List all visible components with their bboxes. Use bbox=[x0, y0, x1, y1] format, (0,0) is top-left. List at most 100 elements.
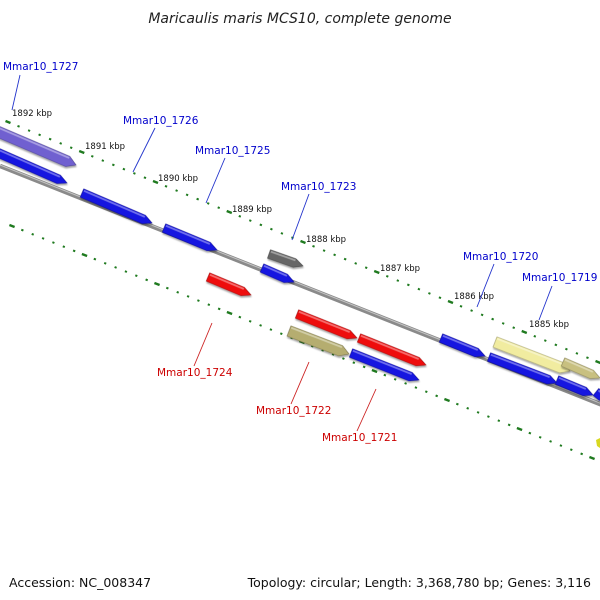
scale-tick-inner bbox=[197, 299, 200, 302]
scale-tick-outer bbox=[438, 296, 442, 300]
scale-tick-outer bbox=[185, 193, 189, 197]
gene-label-mmar10-1720[interactable]: Mmar10_1720 bbox=[463, 251, 538, 263]
scale-tick-inner bbox=[186, 295, 190, 298]
scale-tick-inner bbox=[62, 245, 66, 249]
scale-tick-inner bbox=[226, 310, 233, 316]
scale-tick-inner bbox=[31, 232, 35, 236]
scale-tick-inner bbox=[443, 397, 451, 403]
gene-edge-fragment bbox=[596, 438, 600, 448]
scale-tick-outer bbox=[428, 292, 431, 295]
backbone-line bbox=[0, 163, 600, 407]
scale-tick-inner bbox=[81, 252, 88, 258]
leader-line-mmar10-1720 bbox=[476, 263, 495, 308]
leader-line-mmar10-1726 bbox=[132, 127, 156, 173]
scale-tick-outer bbox=[417, 287, 421, 291]
scale-tick-outer bbox=[447, 299, 454, 305]
gene-label-mmar10-1726[interactable]: Mmar10_1726 bbox=[123, 115, 199, 127]
scale-tick-outer bbox=[543, 339, 547, 342]
scale-tick-outer bbox=[196, 197, 200, 201]
scale-tick-inner bbox=[497, 419, 501, 423]
scale-tick-outer bbox=[27, 129, 31, 132]
scale-tick-inner bbox=[404, 382, 407, 385]
scale-label: 1891 kbp bbox=[85, 142, 125, 152]
scale-tick-outer bbox=[480, 313, 484, 317]
scale-tick-inner bbox=[124, 270, 128, 273]
scale-tick-outer bbox=[322, 249, 326, 252]
scale-tick-inner bbox=[538, 435, 542, 439]
scale-tick-outer bbox=[521, 329, 528, 335]
scale-tick-inner bbox=[393, 377, 397, 381]
scale-tick-outer bbox=[554, 343, 558, 347]
scale-tick-inner bbox=[20, 228, 24, 232]
scale-tick-outer bbox=[269, 227, 273, 231]
scale-tick-inner bbox=[559, 444, 563, 447]
scale-tick-inner bbox=[487, 415, 490, 418]
leader-line-mmar10-1722 bbox=[290, 361, 310, 405]
scale-label: 1888 kbp bbox=[306, 235, 346, 245]
gene-mmar10-1726[interactable] bbox=[79, 188, 154, 227]
gene-mmar10-1722-a[interactable] bbox=[294, 309, 358, 342]
gene-mmar10-1720[interactable] bbox=[438, 333, 486, 360]
scale-tick-outer bbox=[175, 189, 178, 192]
scale-tick-inner bbox=[114, 266, 117, 269]
scale-tick-outer bbox=[575, 352, 579, 355]
gene-mmar10-1724[interactable] bbox=[205, 272, 252, 299]
gene-edge-blue[interactable] bbox=[554, 375, 594, 399]
scale-tick-inner bbox=[248, 319, 252, 323]
annotation-labels: Mmar10_1727Mmar10_1726Mmar10_1725Mmar10_… bbox=[3, 61, 597, 444]
scale-tick-outer bbox=[396, 279, 400, 282]
gene-edge-khaki[interactable] bbox=[560, 357, 600, 382]
scale-tick-outer bbox=[300, 239, 306, 245]
gene-label-mmar10-1722[interactable]: Mmar10_1722 bbox=[256, 405, 331, 417]
scale-tick-outer bbox=[459, 304, 463, 308]
scale-tick-inner bbox=[516, 426, 523, 432]
gene-mmar10-1723-cds[interactable] bbox=[259, 263, 296, 286]
scale-tick-inner bbox=[145, 278, 149, 282]
scale-tick-outer bbox=[217, 206, 221, 210]
gene-mmar10-1721[interactable] bbox=[348, 348, 420, 384]
gene-mmar10-1723[interactable] bbox=[267, 249, 305, 270]
scale-tick-outer bbox=[512, 326, 516, 330]
scale-tick-inner bbox=[362, 365, 366, 369]
gene-label-mmar10-1725[interactable]: Mmar10_1725 bbox=[195, 145, 270, 157]
gene-mmar10-1719[interactable] bbox=[492, 336, 572, 376]
gene-label-mmar10-1724[interactable]: Mmar10_1724 bbox=[157, 367, 233, 379]
scale-label: 1885 kbp bbox=[529, 320, 569, 330]
gene-mmar10-1719-cds[interactable] bbox=[487, 352, 558, 387]
scale-tick-outer bbox=[122, 167, 126, 171]
leader-line-mmar10-1721 bbox=[356, 388, 377, 432]
scale-tick-inner bbox=[476, 411, 480, 414]
scale-tick-inner bbox=[383, 373, 387, 377]
scale-tick-outer bbox=[364, 266, 368, 270]
gene-mmar10-1725[interactable] bbox=[161, 223, 218, 254]
scale-label: 1886 kbp bbox=[454, 292, 494, 302]
scale-tick-outer bbox=[312, 244, 315, 248]
gene-label-mmar10-1723[interactable]: Mmar10_1723 bbox=[281, 181, 356, 193]
scale-tick-outer bbox=[48, 137, 52, 141]
scale-tick-inner bbox=[352, 361, 356, 365]
scale-tick-outer bbox=[133, 172, 136, 175]
scale-tick-outer bbox=[385, 274, 389, 278]
scale-tick-inner bbox=[153, 281, 161, 287]
leader-line-mmar10-1725 bbox=[205, 157, 226, 204]
genome-summary-text: Topology: circular; Length: 3,368,780 bp… bbox=[247, 575, 591, 590]
scale-tick-inner bbox=[321, 348, 325, 352]
scale-tick-inner bbox=[342, 357, 345, 360]
scale-tick-outer bbox=[59, 142, 63, 145]
scale-tick-outer bbox=[164, 184, 168, 188]
scale-tick-inner bbox=[165, 286, 169, 290]
scale-tick-outer bbox=[101, 159, 105, 162]
scale-label: 1890 kbp bbox=[158, 174, 198, 184]
gene-mmar10-1727-cds[interactable] bbox=[0, 146, 69, 187]
scale-tick-outer bbox=[406, 283, 410, 287]
gene-label-mmar10-1727[interactable]: Mmar10_1727 bbox=[3, 61, 78, 73]
gene-mmar10-1721-a[interactable] bbox=[356, 333, 427, 369]
scale-tick-outer bbox=[564, 347, 568, 351]
scale-tick-inner bbox=[580, 452, 584, 456]
gene-label-mmar10-1721[interactable]: Mmar10_1721 bbox=[322, 432, 397, 444]
gene-mmar10-1727[interactable] bbox=[0, 124, 78, 170]
gene-mmar10-1722[interactable] bbox=[286, 325, 351, 359]
scale-tick-inner bbox=[371, 368, 378, 374]
gene-label-mmar10-1719[interactable]: Mmar10_1719 bbox=[522, 272, 597, 284]
